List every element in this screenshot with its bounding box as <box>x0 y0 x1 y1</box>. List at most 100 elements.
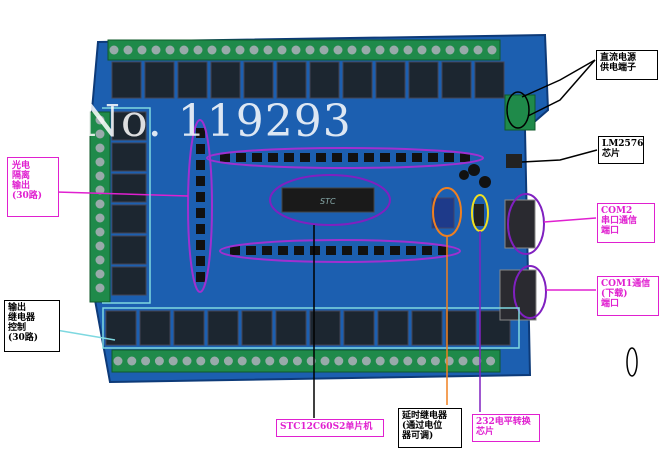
terminal-screw <box>223 356 233 366</box>
relay <box>375 61 406 99</box>
dc-power-line <box>521 59 596 98</box>
terminal-screw <box>389 356 399 366</box>
opto-chip <box>444 153 454 162</box>
terminal-screw <box>165 45 175 55</box>
terminal-screw <box>473 45 483 55</box>
opto-chip <box>196 160 205 170</box>
terminal-screw <box>182 356 192 366</box>
dc-power-line-2 <box>527 59 596 117</box>
terminal-screw <box>375 45 385 55</box>
relay <box>276 61 307 99</box>
watermark-text: ore No. 119293 <box>0 96 352 147</box>
relay <box>111 61 142 99</box>
opto-chip <box>374 246 384 255</box>
opto-chip <box>358 246 368 255</box>
bottom-terminal-screws <box>113 356 496 366</box>
terminal-screw <box>137 45 147 55</box>
com1-connector <box>499 269 537 321</box>
terminal-screw <box>95 227 105 237</box>
label-rs232: 232电平转换芯片 <box>472 414 540 442</box>
opto-chip <box>278 246 288 255</box>
terminal-screw <box>196 356 206 366</box>
left-relay-column <box>111 111 147 296</box>
terminal-screw <box>207 45 217 55</box>
relay <box>309 61 340 99</box>
terminal-screw <box>123 45 133 55</box>
relay <box>343 310 375 346</box>
terminal-screw <box>95 241 105 251</box>
lm2576-line <box>521 149 598 163</box>
relay <box>342 61 373 99</box>
relay <box>445 310 477 346</box>
label-mcu: STC12C60S2单片机 <box>276 419 384 437</box>
terminal-screw <box>168 356 178 366</box>
relay <box>275 310 307 346</box>
terminal-screw <box>237 356 247 366</box>
terminal-screw <box>95 171 105 181</box>
terminal-screw <box>263 45 273 55</box>
terminal-screw <box>279 356 289 366</box>
relay <box>411 310 443 346</box>
lm2576-chip <box>506 154 522 168</box>
opto-chip <box>230 246 240 255</box>
relay <box>377 310 409 346</box>
opto-chip <box>460 153 470 162</box>
bottom-terminal-strip <box>111 349 501 373</box>
opto-chip <box>246 246 256 255</box>
opto-chip <box>422 246 432 255</box>
relay-out-bracket <box>102 107 151 304</box>
relay <box>241 310 273 346</box>
opto-chip <box>310 246 320 255</box>
opto-chip <box>196 224 205 234</box>
relay <box>111 173 147 203</box>
opto-chip <box>196 256 205 266</box>
opto-chip <box>438 246 448 255</box>
opto-left-ellipse <box>187 119 213 293</box>
relay <box>111 142 147 172</box>
bottom-relay-bracket <box>102 307 520 349</box>
terminal-screw <box>221 45 231 55</box>
terminal-screw <box>417 356 427 366</box>
terminal-screw <box>444 356 454 366</box>
opto-chip <box>348 153 358 162</box>
terminal-screw <box>95 143 105 153</box>
terminal-screw <box>486 356 496 366</box>
relay <box>309 310 341 346</box>
opto-chip <box>220 153 230 162</box>
opto-chip <box>316 153 326 162</box>
opto-chip <box>428 153 438 162</box>
svg-text:STC: STC <box>320 197 336 206</box>
label-opto-output: 光电隔离输出(30路) <box>7 157 59 217</box>
opto-chip <box>196 144 205 154</box>
opto-chip-row-top <box>220 153 470 162</box>
opto-chip <box>326 246 336 255</box>
terminal-screw <box>127 356 137 366</box>
terminal-screw <box>487 45 497 55</box>
opto-chip <box>406 246 416 255</box>
opto-chip <box>412 153 422 162</box>
terminal-screw <box>417 45 427 55</box>
bottom-relay-row <box>105 310 511 346</box>
terminal-screw <box>458 356 468 366</box>
opto-chip <box>262 246 272 255</box>
terminal-screw <box>249 45 259 55</box>
terminal-screw <box>361 45 371 55</box>
terminal-screw <box>431 45 441 55</box>
relay <box>173 310 205 346</box>
opto-chip <box>300 153 310 162</box>
relay <box>441 61 472 99</box>
terminal-screw <box>95 129 105 139</box>
terminal-screw <box>375 356 385 366</box>
top-terminal-strip <box>107 39 501 61</box>
terminal-screw <box>265 356 275 366</box>
opto-chip-column-left <box>196 128 205 282</box>
relay <box>210 61 241 99</box>
com1-ellipse <box>513 265 547 319</box>
terminal-screw <box>95 269 105 279</box>
relay <box>177 61 208 99</box>
terminal-screw <box>95 213 105 223</box>
terminal-screw <box>235 45 245 55</box>
